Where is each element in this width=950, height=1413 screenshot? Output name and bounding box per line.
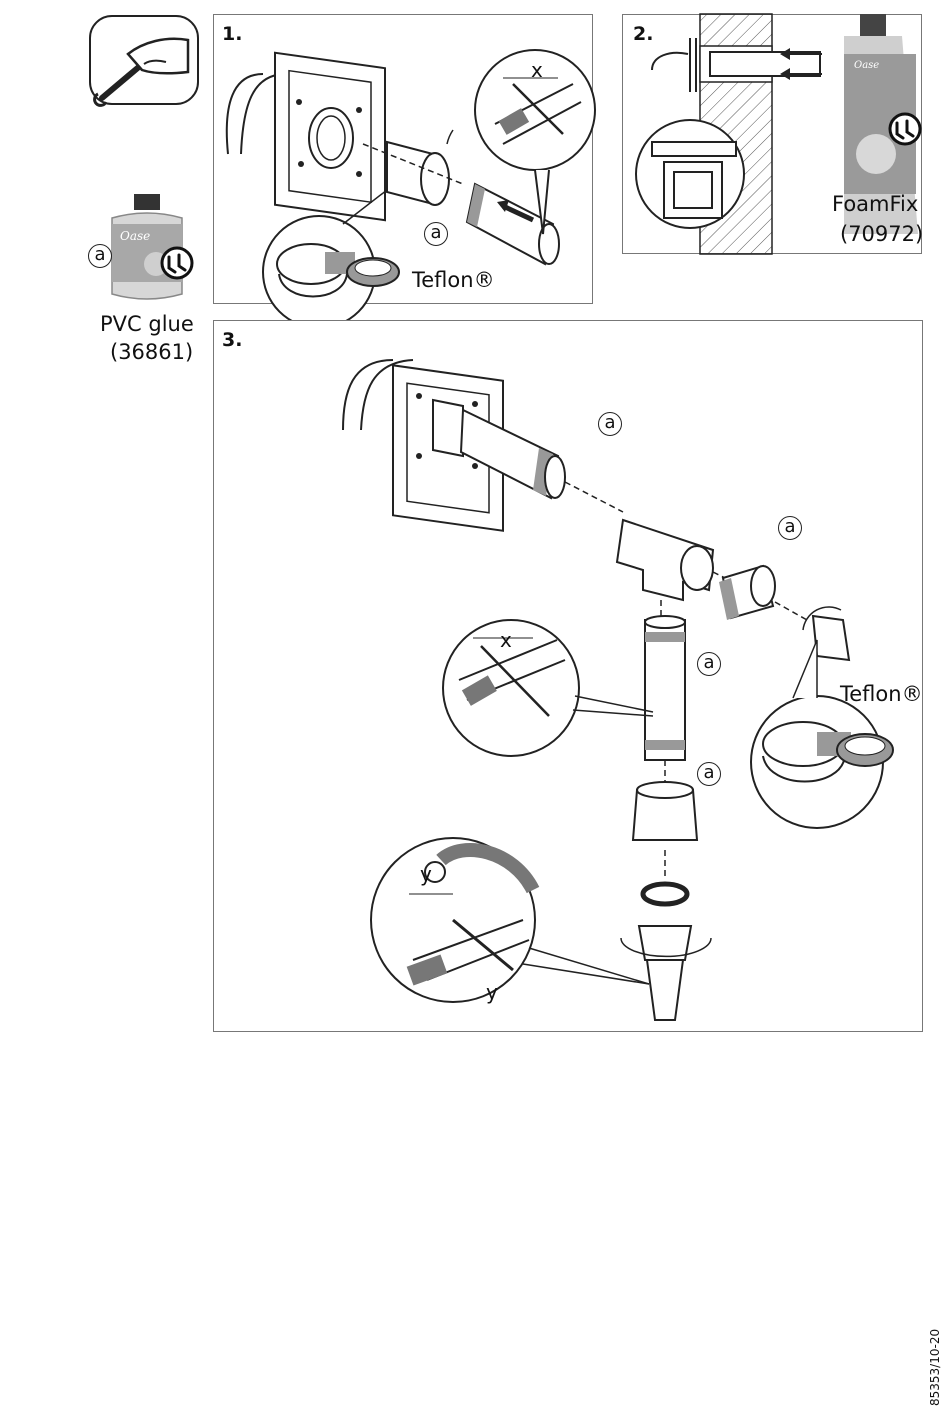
step3-y-label-bottom: y [486,980,498,1004]
glue-name: PVC glue [100,312,194,336]
doc-number: 85353/10-20 [928,1329,942,1406]
step1-callout-a: a [424,222,448,246]
step1-x-label: x [531,58,543,82]
step3-callout-a-2: a [778,516,802,540]
gloves-icon [160,246,194,280]
svg-text:Oase: Oase [120,229,150,243]
step1-teflon-label: Teflon® [412,268,495,292]
step3-callout-a-4: a [697,762,721,786]
foam-name: FoamFix [832,192,918,216]
glue-number: (36861) [110,340,193,364]
step3-y-label-top: y [420,862,432,886]
svg-text:Oase: Oase [854,60,879,71]
wrench-hand-icon [88,14,200,106]
step3-callout-a-1: a [598,412,622,436]
step3-illustration [213,320,923,1032]
gloves-icon [888,112,922,146]
step3-teflon-label: Teflon® [840,682,923,706]
foam-number: (70972) [840,222,923,246]
step3-callout-a-3: a [697,652,721,676]
step3-x-label: x [500,628,512,652]
step2-illustration: Oase [622,14,922,254]
glue-callout: a [88,244,112,268]
